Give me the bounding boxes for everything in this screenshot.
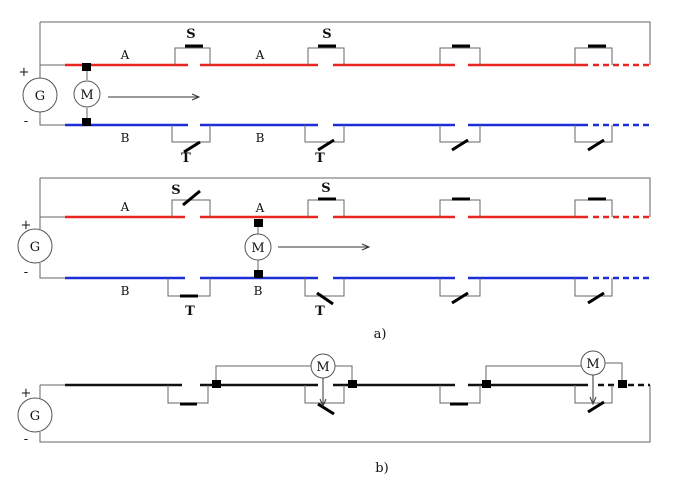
minus-label-3: - bbox=[24, 432, 28, 447]
switch-t2-label-1: T bbox=[185, 304, 195, 319]
switch-t-bridge-1 bbox=[171, 125, 211, 143]
generator-wire-2 bbox=[39, 178, 65, 279]
caption-b: b) bbox=[375, 461, 388, 476]
switch-t-2-open bbox=[317, 138, 335, 152]
switch-s2-bridge-4 bbox=[574, 199, 613, 217]
switch-t-bridge-2 bbox=[304, 125, 345, 143]
switch-t-label-2: T bbox=[315, 151, 325, 166]
generator3-symbol bbox=[17, 397, 53, 433]
generator-symbol bbox=[22, 77, 58, 113]
caption-a: a) bbox=[374, 327, 387, 342]
motor-label: M bbox=[80, 88, 93, 103]
plus-label-2: + bbox=[21, 218, 32, 233]
generator3-label: G bbox=[30, 409, 40, 424]
switch-s2-label-2: S bbox=[321, 181, 330, 196]
generator-wire-3 bbox=[39, 385, 651, 443]
minus-label: - bbox=[24, 114, 28, 129]
switch-s-label-2: S bbox=[322, 27, 331, 42]
switch-t2-4-open bbox=[587, 291, 605, 305]
switch-t2-3-open bbox=[451, 291, 469, 305]
switch-s2-1-open bbox=[182, 189, 201, 207]
motor3b-pointer-head bbox=[589, 396, 597, 406]
rail-a2-label-2: A bbox=[255, 201, 265, 215]
switch-t2-label-2: T bbox=[315, 304, 325, 319]
generator-wire bbox=[39, 22, 65, 126]
generator2-label: G bbox=[30, 240, 40, 255]
switch-t2-bridge-2 bbox=[304, 278, 345, 297]
motor3a-pointer-head bbox=[319, 398, 327, 408]
arrow-head-2 bbox=[361, 243, 371, 251]
switch-s-bridge-2 bbox=[307, 47, 345, 65]
switch-s-bridge-3 bbox=[439, 47, 481, 65]
rail-b2-label-2: B bbox=[254, 284, 263, 298]
switch-s-bridge-1 bbox=[174, 47, 211, 65]
rail-a-label-1: A bbox=[120, 48, 130, 62]
plus-label: + bbox=[19, 65, 30, 80]
motor3b-contact-left bbox=[482, 380, 491, 388]
switch-t-label-1: T bbox=[181, 151, 191, 166]
switch-s-label-1: S bbox=[186, 27, 195, 42]
motor-symbol bbox=[73, 80, 101, 108]
panel-3: M M G + - b) bbox=[17, 350, 651, 476]
rail-a-label-2: A bbox=[255, 48, 265, 62]
motor-contact-a bbox=[82, 63, 91, 71]
switch-t2-bridge-3 bbox=[439, 278, 481, 297]
motor3b-left-lead bbox=[485, 365, 581, 380]
plus-label-3: + bbox=[21, 386, 32, 401]
top-return-wire bbox=[40, 21, 651, 65]
motor3b-label: M bbox=[586, 357, 599, 372]
rail-b2-label-1: B bbox=[121, 284, 130, 298]
motor-contact-b bbox=[82, 118, 91, 126]
rail-a2-label-1: A bbox=[120, 200, 130, 214]
switch-s2-bridge-2 bbox=[307, 199, 345, 217]
top-return-wire-2 bbox=[40, 177, 651, 217]
section-bridge-1 bbox=[167, 385, 209, 404]
motor2-label: M bbox=[251, 241, 264, 256]
switch-t2-bridge-4 bbox=[574, 278, 613, 297]
switch-t2-bridge-1 bbox=[167, 278, 211, 297]
switch-t-bridge-3 bbox=[439, 125, 481, 143]
section-4-open bbox=[587, 400, 605, 414]
switch-t2-2-open bbox=[316, 291, 334, 306]
motor3a-label: M bbox=[316, 360, 329, 375]
switch-s2-bridge-1 bbox=[171, 199, 211, 217]
motor2-contact-b bbox=[254, 270, 263, 278]
generator2-symbol bbox=[17, 228, 53, 264]
switch-t-1-open bbox=[183, 140, 201, 154]
motor3b-right-lead bbox=[605, 362, 623, 380]
motor3a-contact-right bbox=[348, 380, 357, 388]
switch-s-bridge-4 bbox=[574, 47, 613, 65]
motor3b-contact-right bbox=[618, 380, 627, 388]
panel-2: M G + - A A B B S S T T a) bbox=[17, 177, 651, 342]
section-bridge-2 bbox=[304, 385, 345, 404]
motor3a-right-lead bbox=[335, 365, 353, 380]
switch-t-4-open bbox=[587, 138, 605, 152]
switch-t-3-open bbox=[451, 138, 469, 152]
motor3a-contact-left bbox=[212, 380, 221, 388]
section-bridge-3 bbox=[439, 385, 481, 404]
rail-b-label-2: B bbox=[256, 131, 265, 145]
switch-t-bridge-4 bbox=[574, 125, 613, 143]
rail-b-label-1: B bbox=[121, 131, 130, 145]
motor2-contact-a bbox=[254, 219, 263, 227]
generator-label: G bbox=[35, 89, 45, 104]
panel-1: M G + - A A B B S S T T bbox=[19, 21, 651, 166]
arrow-head bbox=[191, 93, 201, 101]
minus-label-2: - bbox=[24, 265, 28, 280]
switch-s2-bridge-3 bbox=[439, 199, 481, 217]
switch-s2-label-1: S bbox=[171, 183, 180, 198]
motor3a-left-lead bbox=[215, 365, 311, 380]
section-2-open bbox=[317, 402, 335, 416]
